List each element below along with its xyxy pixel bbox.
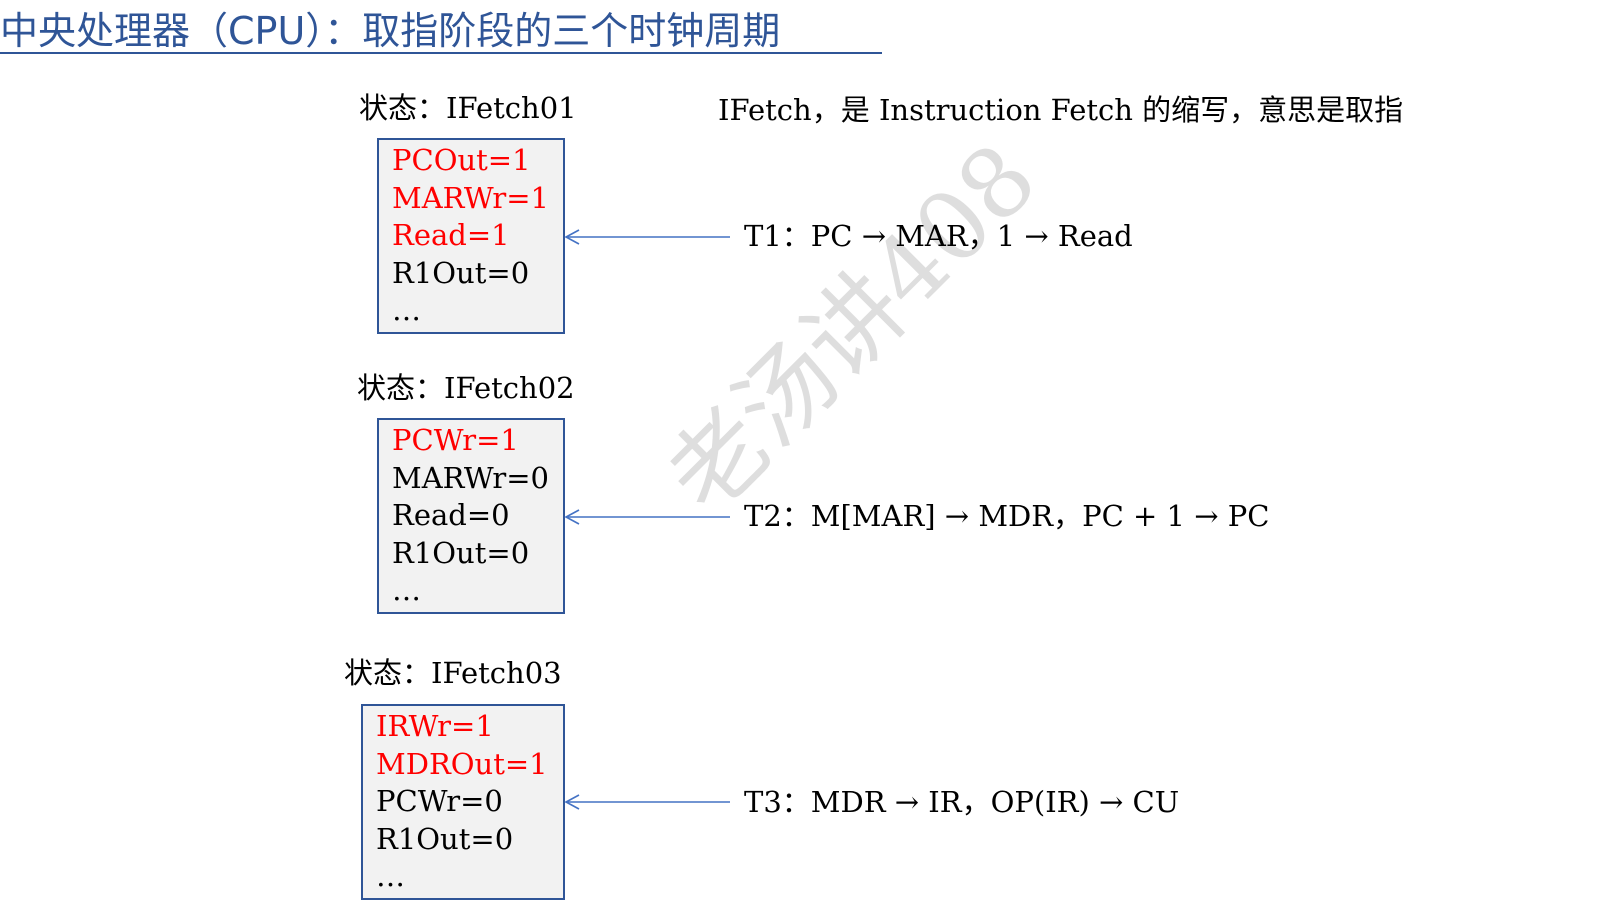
signal-read: Read=0 [392, 498, 510, 532]
signal-r1out: R1Out=0 [376, 821, 514, 856]
page-title: 中央处理器（CPU）：取指阶段的三个时钟周期 [0, 9, 781, 53]
signal-marwr: MARWr=0 [392, 460, 549, 495]
signal-ellipsis: … [376, 859, 405, 893]
arrow-t2-head [564, 509, 580, 525]
ifetch-note: IFetch，是 Instruction Fetch 的缩写，意思是取指 [718, 93, 1404, 127]
signal-marwr: MARWr=1 [392, 180, 549, 215]
signal-irwr: IRWr=1 [376, 709, 494, 743]
signal-pcout: PCOut=1 [392, 143, 531, 177]
signal-r1out: R1Out=0 [392, 535, 530, 570]
signal-read: Read=1 [392, 218, 510, 252]
micro-op-t2: T2：M[MAR] → MDR，PC + 1 → PC [744, 499, 1270, 533]
signal-ellipsis: … [392, 573, 421, 607]
signal-mdrout: MDROut=1 [376, 746, 548, 781]
signal-ellipsis: … [392, 293, 421, 327]
arrow-t3-head [564, 794, 580, 810]
signal-pcwr: PCWr=1 [392, 423, 519, 457]
micro-op-t1: T1：PC → MAR，1 → Read [744, 219, 1133, 253]
state-label-ifetch02: 状态：IFetch02 [357, 371, 575, 405]
state-label-ifetch01: 状态：IFetch01 [359, 91, 577, 125]
signal-box-ifetch01: PCOut=1 MARWr=1 Read=1 R1Out=0 … [377, 138, 565, 334]
title-underline [0, 52, 882, 54]
signal-pcwr: PCWr=0 [376, 784, 503, 818]
signal-box-ifetch03: IRWr=1 MDROut=1 PCWr=0 R1Out=0 … [361, 704, 565, 900]
signal-r1out: R1Out=0 [392, 255, 530, 290]
state-label-ifetch03: 状态：IFetch03 [344, 656, 562, 690]
micro-op-t3: T3：MDR → IR，OP(IR) → CU [744, 785, 1180, 819]
arrow-t1-head [564, 229, 580, 245]
signal-box-ifetch02: PCWr=1 MARWr=0 Read=0 R1Out=0 … [377, 418, 565, 614]
